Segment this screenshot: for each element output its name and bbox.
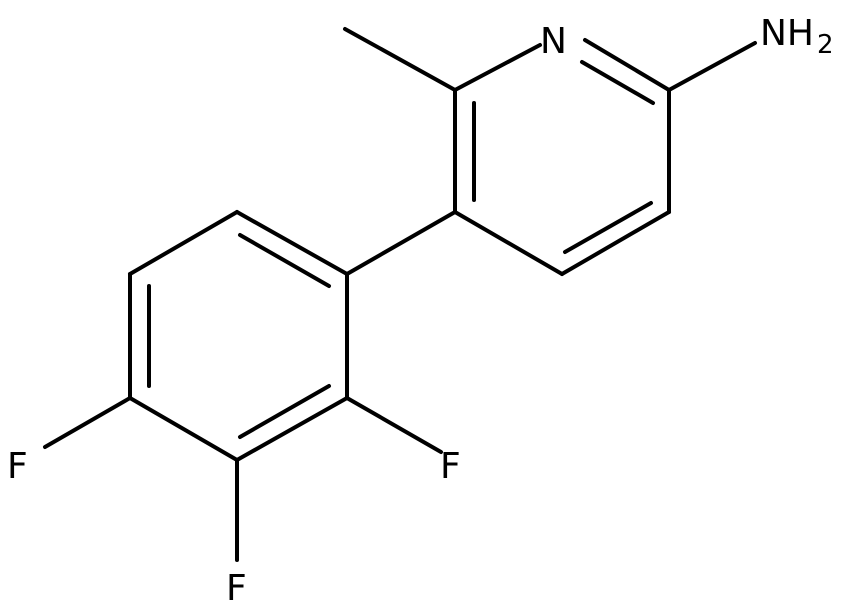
bond-p2-f: [345, 396, 443, 454]
atom-label-amine-subscript: 2: [817, 30, 834, 60]
atom-label-f-para: F: [7, 446, 28, 487]
bond-p1-p6-inner: [238, 233, 331, 288]
bond-p4-p3: [128, 396, 239, 462]
atom-label-amine: NH: [760, 13, 814, 54]
bond-methyl: [343, 27, 457, 92]
bond-p6-p5: [128, 210, 239, 276]
bond-c3-c4-outer: [560, 210, 671, 276]
bond-c4-c5: [453, 210, 564, 276]
bond-p4-f: [43, 396, 132, 449]
bond-c3-c4-inner: [563, 201, 653, 254]
bond-p3-p2-inner: [238, 384, 331, 439]
bond-p1-p6-outer: [235, 210, 349, 276]
atom-label-n-ring: N: [540, 21, 567, 62]
atom-label-f-meta: F: [226, 568, 247, 609]
bond-biaryl: [345, 210, 457, 276]
bond-c6-n: [453, 43, 542, 92]
bond-p3-p2-outer: [235, 396, 349, 462]
bond-n-c2-outer: [583, 38, 671, 92]
bond-n-c2-inner: [580, 60, 655, 105]
bond-c2-nh2: [667, 41, 757, 92]
atom-label-f-ortho: F: [440, 446, 461, 487]
